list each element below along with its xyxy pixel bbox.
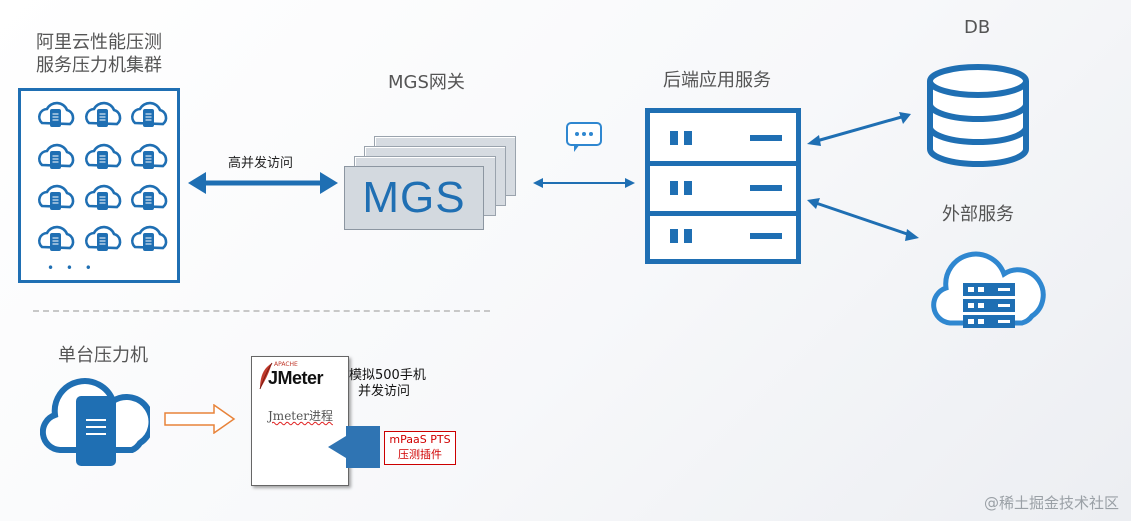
double-arrow-mgs-backend <box>533 178 635 188</box>
cluster-ellipsis: • • • <box>47 261 96 275</box>
chat-bubble-icon <box>566 122 602 152</box>
single-machine-title: 单台压力机 <box>58 345 148 366</box>
pts-line2: 压测插件 <box>398 448 442 461</box>
cloud-server-icon <box>40 378 150 466</box>
cloud-icon <box>130 184 168 212</box>
backend-title: 后端应用服务 <box>663 70 771 91</box>
cluster-title-line1: 阿里云性能压测 <box>36 32 162 53</box>
section-divider <box>33 310 490 312</box>
pts-plugin-box: mPaaS PTS 压测插件 <box>384 431 456 465</box>
jmeter-logo: JMeter <box>268 368 324 388</box>
database-icon <box>927 64 1029 167</box>
cloud-icon <box>84 184 122 212</box>
cloud-icon <box>130 225 168 253</box>
server-row <box>650 213 796 261</box>
cloud-icon <box>130 101 168 129</box>
backend-side-arrows <box>807 112 919 241</box>
cloud-icon <box>37 184 75 212</box>
pts-line1: mPaaS PTS <box>389 433 451 446</box>
cluster-title-line2: 服务压力机集群 <box>36 55 162 76</box>
cloud-server-icon <box>931 251 1046 328</box>
cloud-icon <box>37 143 75 171</box>
gateway-title: MGS网关 <box>388 72 465 93</box>
feather-icon <box>259 362 273 390</box>
cluster-grid <box>37 101 168 253</box>
cloud-icon <box>130 143 168 171</box>
hollow-right-arrow <box>164 404 236 434</box>
jmeter-process-card: APACHE JMeter Jmeter进程 <box>251 356 349 486</box>
jmeter-logo-small: APACHE <box>274 361 298 368</box>
backend-server-rack <box>645 108 801 264</box>
jmeter-process-label: Jmeter进程 <box>268 409 333 423</box>
pressure-cluster-box: • • • <box>18 88 180 283</box>
watermark: @稀土掘金技术社区 <box>983 494 1119 512</box>
cloud-icon <box>37 225 75 253</box>
simulate-label-line2: 并发访问 <box>358 384 411 399</box>
plugin-arrow <box>328 426 380 468</box>
cloud-icon <box>84 101 122 129</box>
mgs-gateway-box: MGS <box>344 166 484 230</box>
double-arrow-cluster-mgs <box>188 172 338 194</box>
cloud-icon <box>84 143 122 171</box>
cloud-icon <box>37 101 75 129</box>
arrow-label-concurrent: 高并发访问 <box>228 156 294 171</box>
external-title: 外部服务 <box>942 204 1014 225</box>
simulate-label-line1: 模拟500手机 <box>349 368 426 383</box>
db-title: DB <box>964 17 991 38</box>
server-row <box>650 163 796 216</box>
server-row <box>650 113 796 166</box>
cloud-icon <box>84 225 122 253</box>
